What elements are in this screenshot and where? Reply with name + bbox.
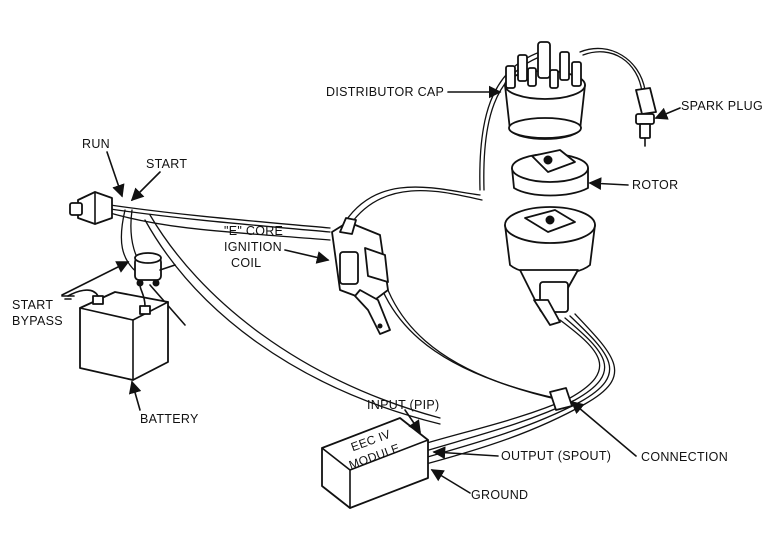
ignition-coil <box>331 217 391 335</box>
label-distributor-cap: DISTRIBUTOR CAP <box>326 85 445 99</box>
label-coil-line3: COIL <box>231 256 262 270</box>
spark-plug <box>635 87 657 147</box>
label-spark-plug: SPARK PLUG <box>681 99 763 113</box>
label-ground: GROUND <box>471 488 529 502</box>
label-start-bypass-line2: BYPASS <box>12 314 63 328</box>
label-coil-line1: "E" CORE <box>224 224 284 238</box>
starter-relay <box>134 252 186 326</box>
harness-connection <box>549 387 573 411</box>
leader-lines <box>61 85 681 494</box>
label-input-pip: INPUT (PIP) <box>367 398 440 412</box>
label-output-spout: OUTPUT (SPOUT) <box>501 449 612 463</box>
label-rotor: ROTOR <box>632 178 679 192</box>
rotor <box>511 149 589 197</box>
label-start-bypass-line1: START <box>12 298 54 312</box>
distributor-cap <box>504 41 586 140</box>
label-battery: BATTERY <box>140 412 199 426</box>
label-connection: CONNECTION <box>641 450 729 464</box>
label-start: START <box>146 157 188 171</box>
eec-iv-module <box>321 417 429 509</box>
distributor-body <box>504 206 596 326</box>
battery <box>61 284 169 381</box>
label-run: RUN <box>82 137 110 151</box>
ignition-switch <box>69 191 113 225</box>
label-coil-line2: IGNITION <box>224 240 282 254</box>
